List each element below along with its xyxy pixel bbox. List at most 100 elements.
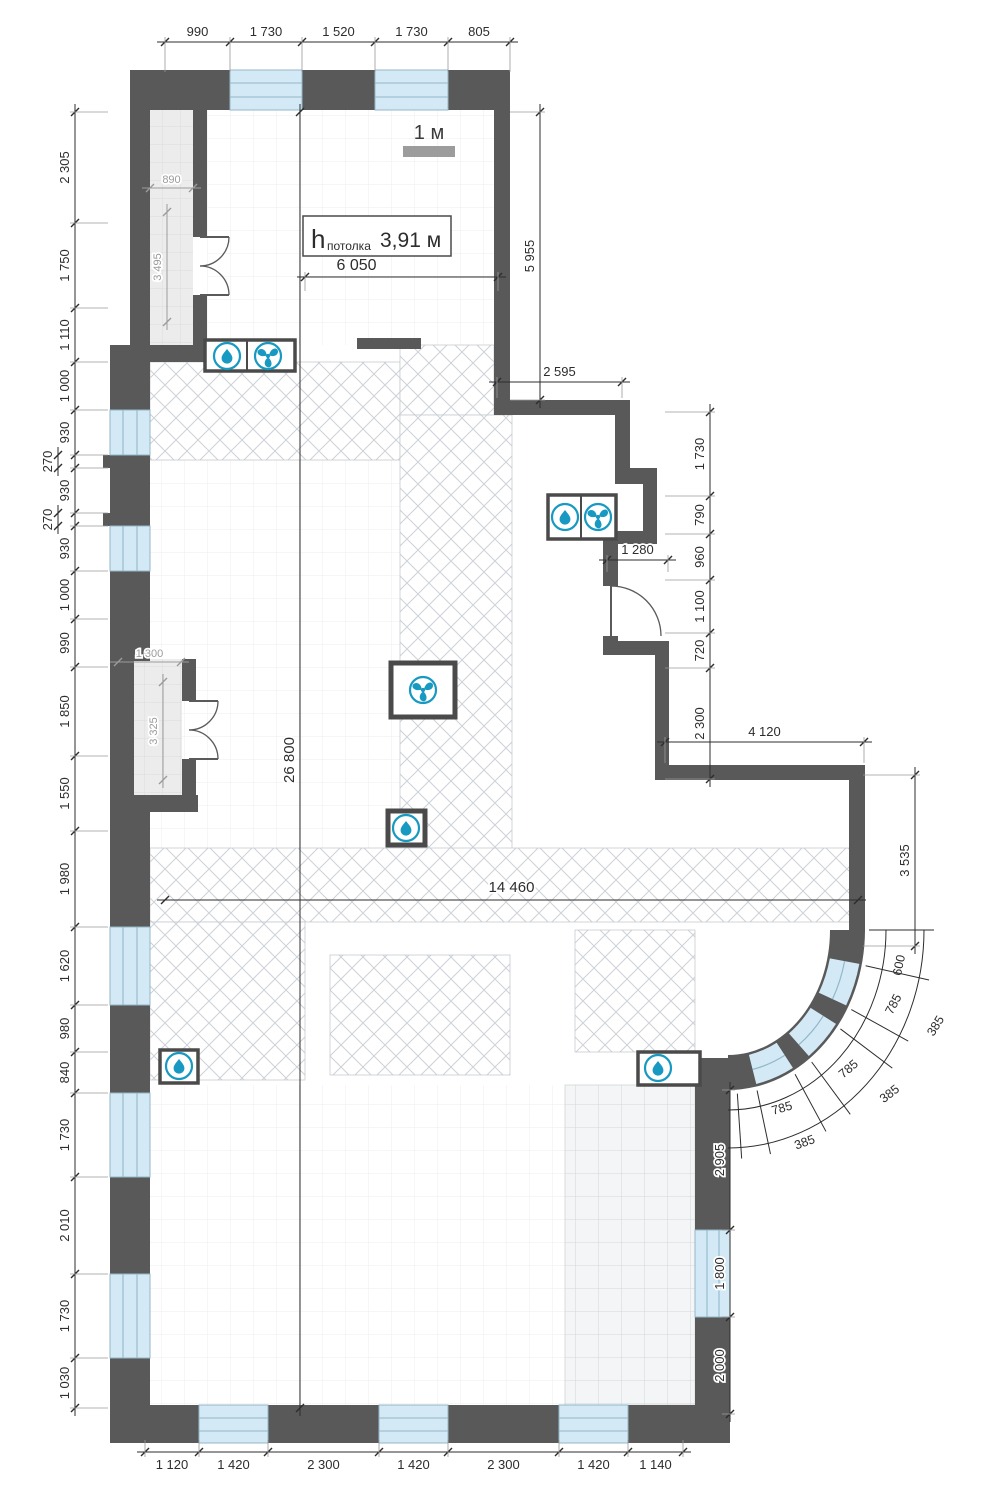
dim-label: 2 300 xyxy=(487,1457,520,1472)
window xyxy=(109,1273,151,1359)
dim-tick xyxy=(295,107,305,117)
ceiling-height-subscript: потолка xyxy=(327,239,371,253)
dim-label: 805 xyxy=(468,24,490,39)
dim-tick xyxy=(113,657,123,667)
dim-chain-right-5955: 5 955 xyxy=(510,104,545,408)
wall-segment xyxy=(110,795,198,812)
ceiling-height-box xyxy=(302,215,452,257)
dim-arc xyxy=(727,929,925,1149)
dim-label: 1 300 xyxy=(136,648,164,660)
dim-label: 1 030 xyxy=(57,1367,72,1400)
hatch-areas xyxy=(149,344,859,1081)
dim-label: 2 010 xyxy=(57,1209,72,1242)
window xyxy=(748,1042,793,1084)
dim-label: 1 730 xyxy=(692,438,707,471)
wall-segment xyxy=(110,619,150,661)
dim-radial-tick xyxy=(756,1090,771,1155)
doors xyxy=(188,236,662,760)
scale-bar xyxy=(403,146,455,157)
dim-tick xyxy=(853,895,863,905)
dim-tick xyxy=(295,1403,305,1413)
dim-tick xyxy=(162,317,172,327)
dim-chain-dim-14460: 14 460 xyxy=(157,877,866,905)
double-door xyxy=(188,700,219,760)
window xyxy=(198,1404,269,1444)
dim-label: 26 800 xyxy=(281,737,298,783)
dim-label: 2 300 xyxy=(307,1457,340,1472)
wall-segment xyxy=(494,110,510,402)
window-frame xyxy=(831,960,846,1000)
annotations: 1 м h потолка 3,91 м xyxy=(302,122,455,257)
dim-label: 1 420 xyxy=(397,1457,430,1472)
dim-radial-tick xyxy=(811,1061,851,1115)
dim-chain-dim-6050: 6 050 xyxy=(297,255,506,291)
dim-label: 3 325 xyxy=(148,717,160,745)
dim-label: 2 300 xyxy=(692,707,707,740)
wall-segment xyxy=(603,544,618,586)
window xyxy=(558,1404,629,1444)
closet-mid-left xyxy=(134,659,182,797)
dim-label: 1 420 xyxy=(217,1457,250,1472)
dim-chain-dim-2595: 2 595 xyxy=(489,362,630,398)
dim-label: 14 460 xyxy=(489,879,535,896)
floor-bottom-left-room xyxy=(150,1085,565,1405)
dim-label: 720 xyxy=(692,640,707,662)
dim-label: 1 100 xyxy=(692,590,707,623)
dim-label: 3 495 xyxy=(152,253,164,281)
dim-chain-dim-3495: 3 495 xyxy=(150,204,172,330)
wall-segment xyxy=(110,1358,150,1407)
water-drop-icon xyxy=(550,502,580,532)
wall-segment xyxy=(849,780,865,932)
dim-radial-tick xyxy=(840,1028,893,1069)
dim-tick xyxy=(53,508,63,518)
curved-windows xyxy=(748,958,860,1084)
wall-segment xyxy=(448,1405,559,1443)
wall-segment xyxy=(110,812,150,927)
dim-chain-dim-26800: 26 800 xyxy=(279,104,305,1416)
window-frame xyxy=(752,1054,786,1070)
window xyxy=(109,1092,151,1178)
dim-tick xyxy=(158,775,168,785)
dim-label: 1 980 xyxy=(57,863,72,896)
window-frame xyxy=(798,1015,824,1046)
dim-label: 1 850 xyxy=(57,695,72,728)
wall-segment xyxy=(448,70,510,110)
wall-segment xyxy=(603,641,669,655)
dim-label: 2 595 xyxy=(543,364,576,379)
dim-label: 1 730 xyxy=(395,24,428,39)
dim-label: 4 120 xyxy=(748,724,781,739)
dim-label: 5 955 xyxy=(522,240,537,273)
dim-label: 930 xyxy=(57,480,72,502)
wall-segment xyxy=(193,110,207,237)
window xyxy=(374,69,449,111)
wall-pilaster xyxy=(103,513,150,526)
dim-label: 790 xyxy=(692,504,707,526)
ceiling-height-h: h xyxy=(311,224,325,254)
wall-segment xyxy=(130,70,230,110)
single-door xyxy=(610,585,662,637)
dim-label: 990 xyxy=(187,24,209,39)
wall-segment xyxy=(110,1405,199,1443)
wall-stub xyxy=(357,338,421,349)
fan-icon xyxy=(408,675,438,705)
fan-icon xyxy=(583,502,613,532)
dim-curve xyxy=(727,929,934,1159)
floor-bottom-right-tiled xyxy=(564,1084,696,1406)
dim-tick xyxy=(53,463,63,473)
double-door xyxy=(199,236,230,296)
hatch-zone xyxy=(574,929,696,1053)
dim-tick xyxy=(53,450,63,460)
wall-segment xyxy=(110,571,150,619)
dim-label: 2 000 xyxy=(712,1349,727,1382)
wall-segment xyxy=(268,1405,379,1443)
dim-label: 1 110 xyxy=(57,319,72,351)
wall-segment xyxy=(302,70,375,110)
dim-tick xyxy=(158,677,168,687)
wall-segment xyxy=(110,1052,150,1093)
dim-label: 1 420 xyxy=(577,1457,610,1472)
